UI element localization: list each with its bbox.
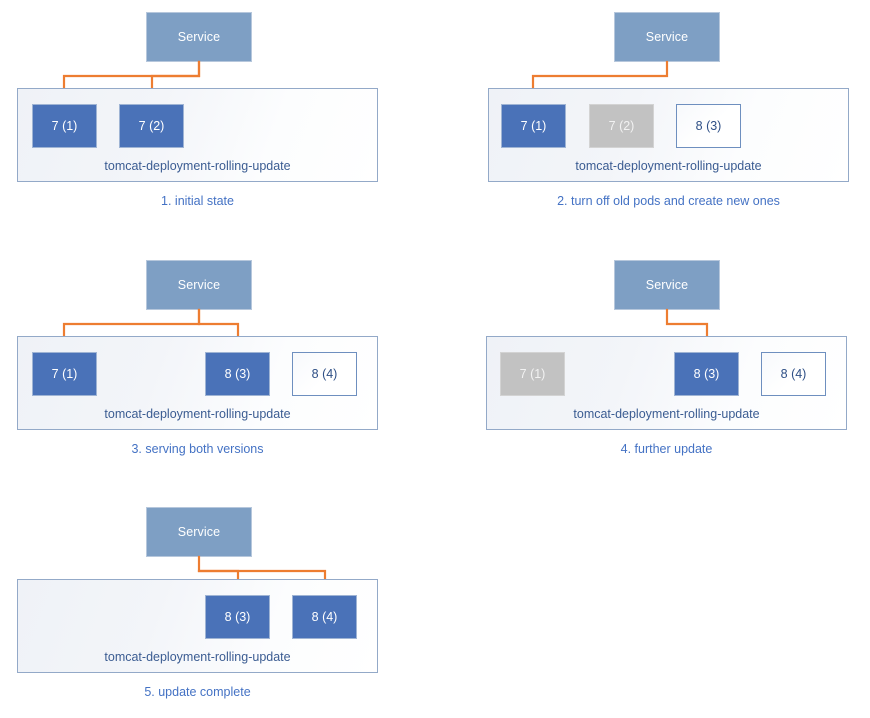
pod-label: 7 (1): [520, 119, 547, 133]
service-label: Service: [177, 278, 221, 292]
panel-caption: 5. update complete: [144, 685, 251, 699]
pod-label: 7 (2): [608, 119, 635, 133]
pod-label: 7 (1): [51, 367, 78, 381]
pod-box[interactable]: 7 (1): [500, 352, 565, 396]
pod-label: 8 (3): [224, 367, 251, 381]
pod-label: 8 (4): [780, 367, 807, 381]
pod-box[interactable]: 8 (3): [676, 104, 741, 148]
pod-box[interactable]: 7 (1): [32, 104, 97, 148]
pod-box[interactable]: 7 (1): [32, 352, 97, 396]
pod-label: 7 (1): [519, 367, 546, 381]
deployment-container: tomcat-deployment-rolling-update: [17, 88, 378, 182]
pod-box[interactable]: 8 (3): [674, 352, 739, 396]
service-label: Service: [645, 278, 689, 292]
pod-label: 7 (1): [51, 119, 78, 133]
pod-box[interactable]: 7 (2): [119, 104, 184, 148]
service-box[interactable]: Service: [146, 12, 252, 62]
service-label: Service: [177, 525, 221, 539]
service-box[interactable]: Service: [614, 260, 720, 310]
pod-label: 8 (3): [224, 610, 251, 624]
deployment-name-label: tomcat-deployment-rolling-update: [573, 407, 760, 421]
pod-label: 8 (4): [311, 367, 338, 381]
deployment-name-label: tomcat-deployment-rolling-update: [104, 159, 291, 173]
service-box[interactable]: Service: [146, 507, 252, 557]
service-box[interactable]: Service: [146, 260, 252, 310]
pod-label: 7 (2): [138, 119, 165, 133]
service-label: Service: [177, 30, 221, 44]
deployment-name-label: tomcat-deployment-rolling-update: [575, 159, 762, 173]
pod-box[interactable]: 8 (3): [205, 595, 270, 639]
pod-box[interactable]: 8 (3): [205, 352, 270, 396]
pod-box[interactable]: 7 (2): [589, 104, 654, 148]
deployment-name-label: tomcat-deployment-rolling-update: [104, 407, 291, 421]
panel-caption: 3. serving both versions: [131, 442, 264, 456]
service-box[interactable]: Service: [614, 12, 720, 62]
pod-label: 8 (3): [693, 367, 720, 381]
panel-caption: 2. turn off old pods and create new ones: [557, 194, 780, 208]
pod-label: 8 (3): [695, 119, 722, 133]
pod-box[interactable]: 8 (4): [761, 352, 826, 396]
panel-caption: 4. further update: [620, 442, 713, 456]
pod-box[interactable]: 8 (4): [292, 595, 357, 639]
service-label: Service: [645, 30, 689, 44]
pod-box[interactable]: 7 (1): [501, 104, 566, 148]
panel-caption: 1. initial state: [161, 194, 234, 208]
pod-box[interactable]: 8 (4): [292, 352, 357, 396]
deployment-name-label: tomcat-deployment-rolling-update: [104, 650, 291, 664]
pod-label: 8 (4): [311, 610, 338, 624]
